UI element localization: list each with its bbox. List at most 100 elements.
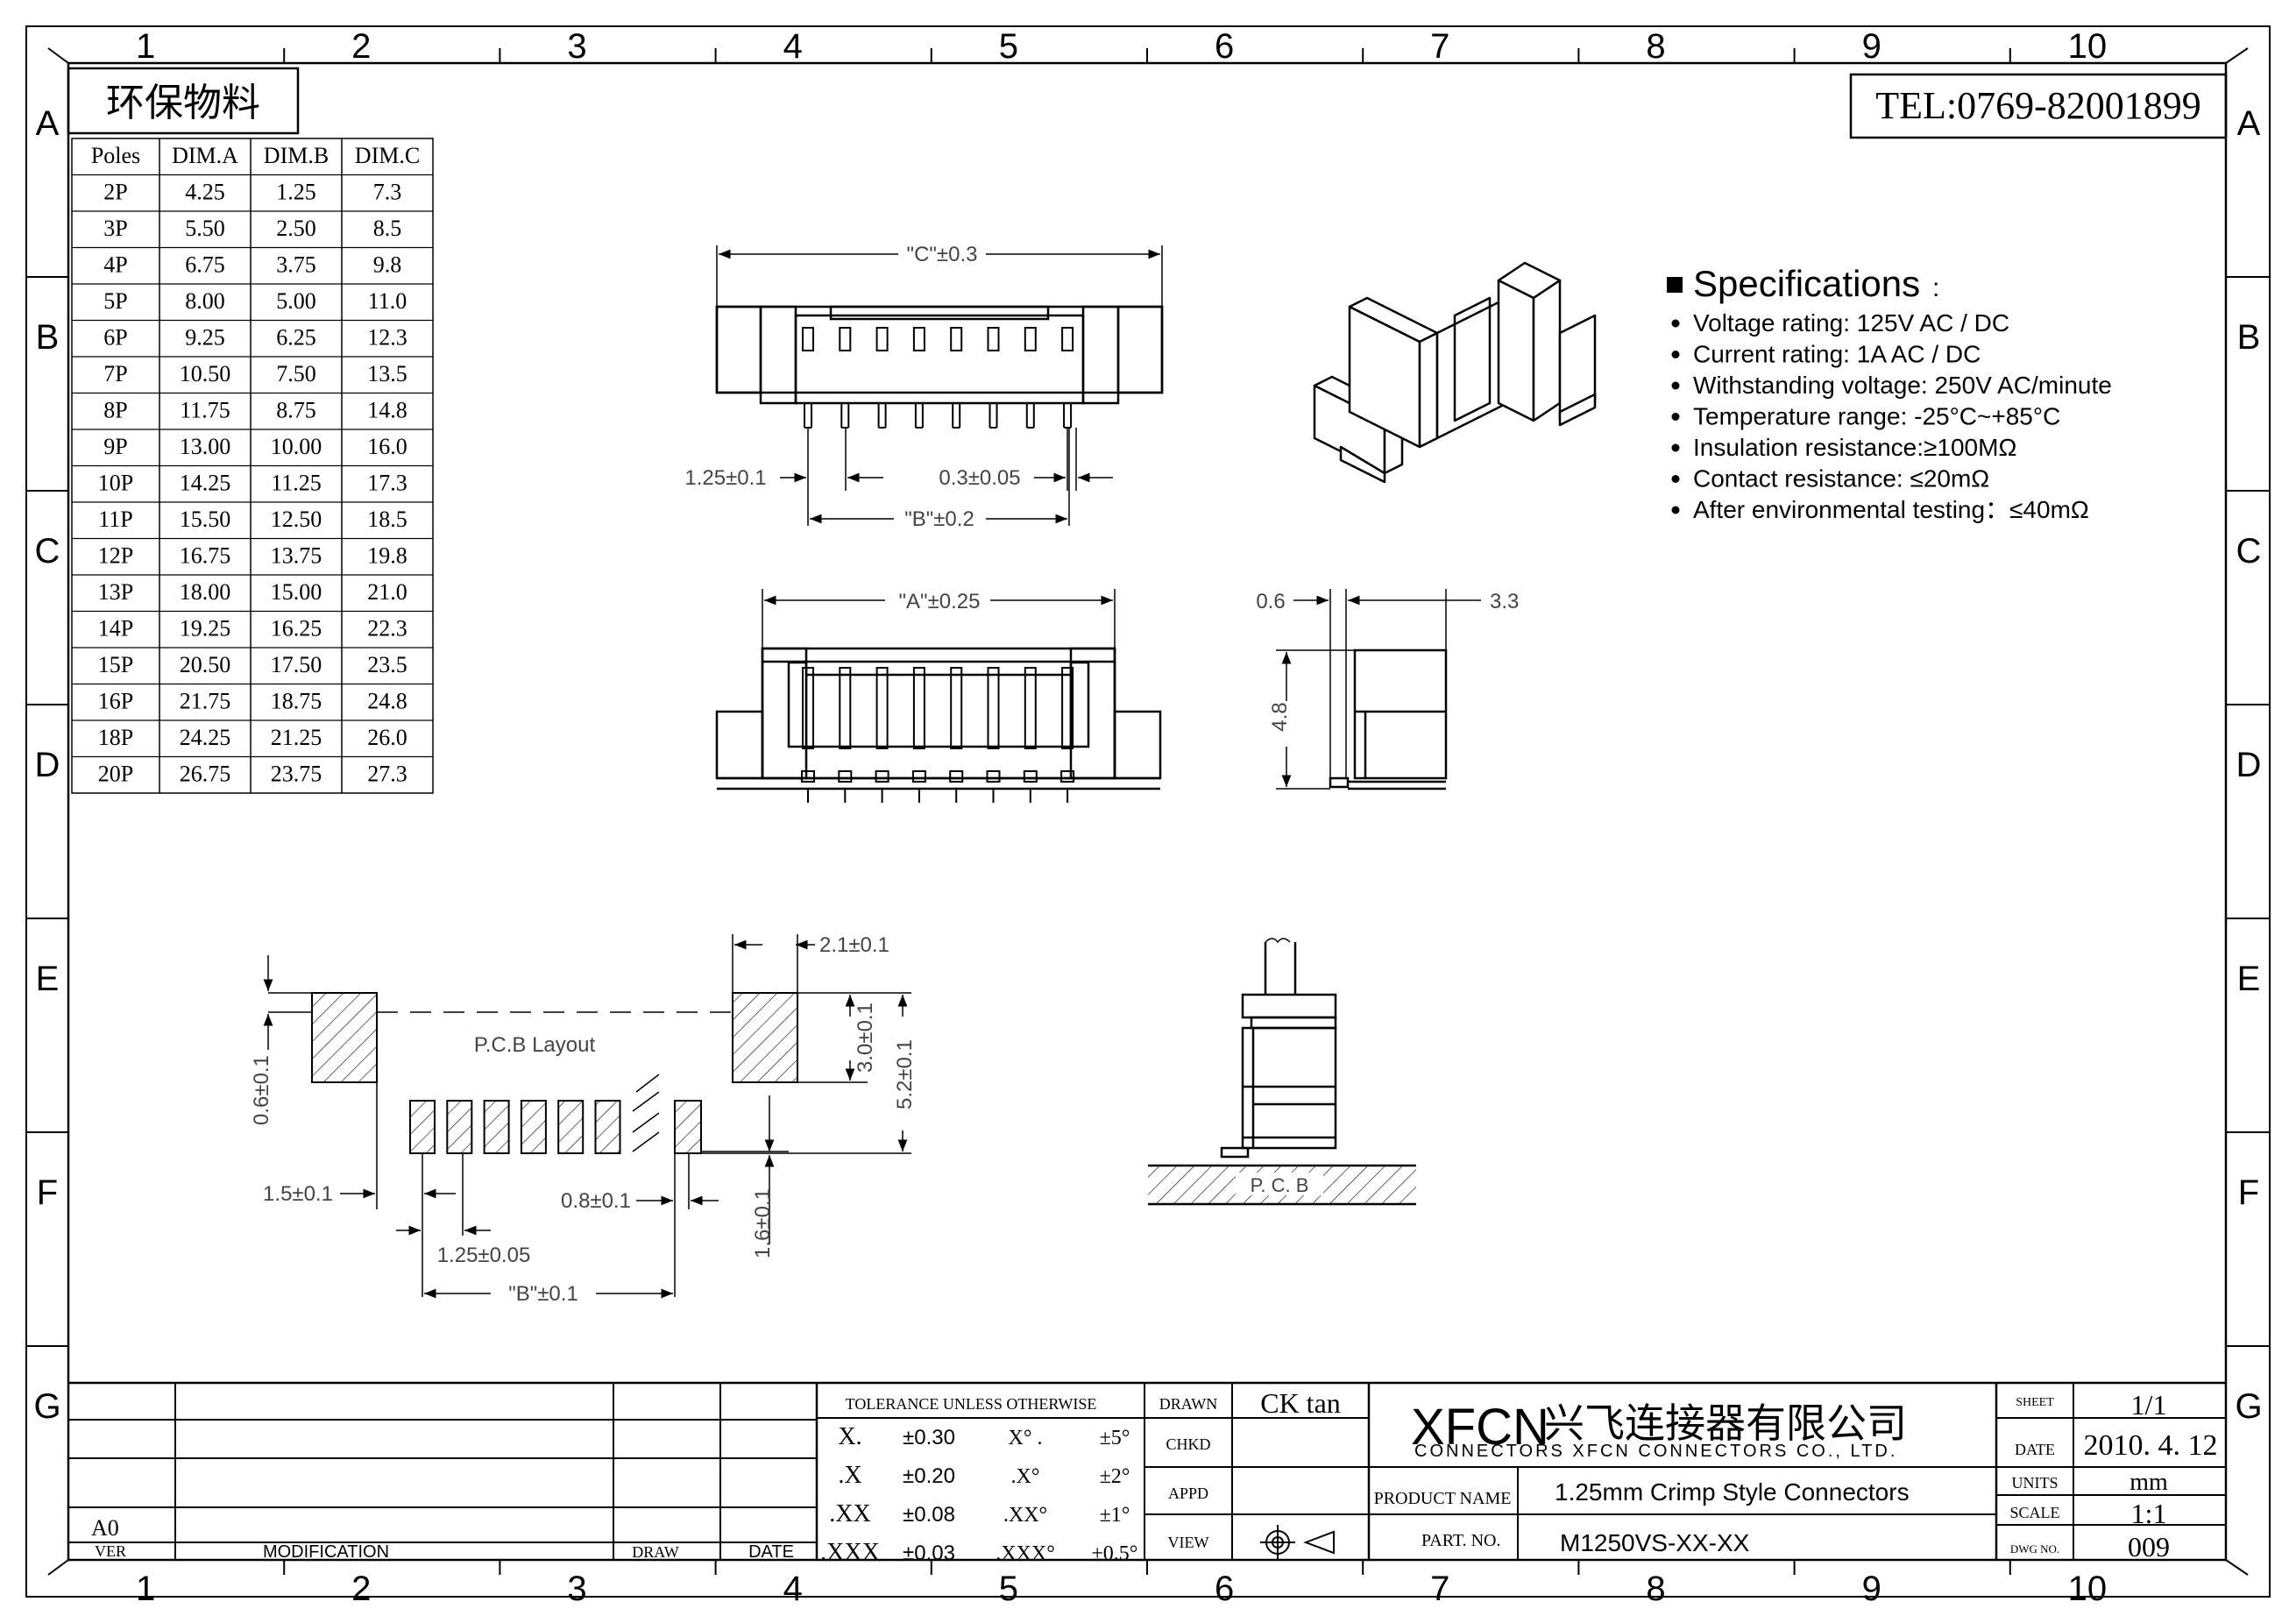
dim-table-cell: 6.75 [185, 252, 225, 278]
tolerance-cell: .XXX [820, 1539, 880, 1566]
dim-table-cell: 4P [103, 252, 127, 278]
dim-table-cell: 18.5 [367, 507, 407, 532]
pcb-dim-30: 3.0±0.1 [854, 1003, 877, 1073]
pcb-dim-16: 1.6±0.1 [751, 1188, 775, 1258]
dim-b-label: "B"±0.2 [904, 507, 974, 531]
dim-table-cell: 20.50 [180, 652, 231, 677]
dim-table-cell: 7.3 [373, 180, 402, 205]
dim-table-cell: 7P [103, 361, 127, 386]
rev-value: A0 [91, 1515, 119, 1541]
dim-c-line [716, 245, 1163, 307]
dim-table-cell: 23.75 [271, 762, 322, 787]
side-dim-48: 4.8 [1268, 702, 1292, 731]
spec-item: Voltage rating: 125V AC / DC [1693, 309, 2009, 337]
sheet-label: SHEET [2016, 1396, 2054, 1409]
part-no: M1250VS-XX-XX [1560, 1529, 1750, 1556]
zone-row-right-B: B [2237, 318, 2261, 357]
dim-table-cell: 1.25 [276, 180, 316, 205]
dim-table-cell: 10P [98, 471, 133, 496]
spec-bullet-icon [1671, 413, 1680, 421]
rev-header-date: DATE [748, 1542, 794, 1562]
third-angle-projection-icon [1260, 1525, 1335, 1560]
dim-table-cell: 22.3 [367, 616, 407, 641]
spec-bullet-icon [1671, 475, 1680, 483]
eco-label-box [67, 67, 300, 135]
zone-col-top-8: 8 [1646, 27, 1665, 66]
dim-table-cell: 19.25 [180, 616, 231, 641]
product-name: 1.25mm Crimp Style Connectors [1555, 1478, 1910, 1506]
dim-table-cell: 26.75 [180, 762, 231, 787]
side-view [1329, 648, 1448, 790]
zone-col-bottom-9: 9 [1862, 1570, 1881, 1608]
dim-table-cell: 11P [98, 507, 133, 532]
spec-item: Withstanding voltage: 250V AC/minute [1693, 372, 2112, 399]
zone-col-top-9: 9 [1862, 27, 1881, 66]
zone-row-left-E: E [36, 960, 60, 998]
tolerance-cell: .X [838, 1462, 861, 1489]
dim-table-cell: 18.75 [271, 689, 322, 714]
pcb-dim-125: 1.25±0.05 [437, 1244, 531, 1267]
dim-table-cell: 24.25 [180, 725, 231, 750]
side-dim-06: 0.6 [1256, 590, 1285, 613]
dim-table-header: DIM.C [355, 143, 420, 168]
dim-table-cell: 12.50 [271, 507, 322, 532]
tolerance-cell: X. [838, 1423, 861, 1450]
date-label: DATE [2015, 1441, 2055, 1458]
dim-table-cell: 12.3 [367, 325, 407, 351]
dim-table-cell: 18P [98, 725, 133, 750]
title-block [68, 1381, 2226, 1560]
spec-bullet-icon [1671, 506, 1680, 514]
spec-bullet-icon [1671, 351, 1680, 358]
dim-table-cell: 23.5 [367, 652, 407, 677]
dim-table-cell: 8.5 [373, 216, 402, 241]
dim-table-cell: 13.00 [180, 434, 231, 459]
dim-table-cell: 3P [103, 216, 127, 241]
dim-table-cell: 17.50 [271, 652, 322, 677]
tolerance-cell: .XX° [1003, 1504, 1047, 1527]
dim-table-cell: 9.8 [373, 252, 402, 278]
dim-table-cell: 18.00 [180, 579, 231, 605]
tolerance-cell: ±1° [1100, 1504, 1130, 1527]
side-dim-lines [1276, 589, 1481, 790]
dim-table-cell: 2P [103, 180, 127, 205]
pcb-dim-lines [263, 934, 911, 1299]
dim-table-cell: 5.00 [276, 288, 316, 314]
dim-table-cell: 13.75 [271, 543, 322, 569]
dim-table-cell: 11.75 [180, 398, 230, 423]
spec-item: Current rating: 1A AC / DC [1693, 341, 1981, 368]
dim-table-cell: 14P [98, 616, 133, 641]
side-dim-33: 3.3 [1490, 590, 1519, 613]
appd-label: APPD [1168, 1485, 1208, 1502]
pcb-layout [311, 992, 798, 1154]
zone-col-bottom-5: 5 [999, 1570, 1018, 1608]
dim-table-cell: 15P [98, 652, 133, 677]
pcb-dim-06: 0.6±0.1 [250, 1055, 273, 1125]
spec-bullet-icon [1671, 381, 1680, 390]
dim-table-cell: 6P [103, 325, 127, 351]
front-view-middle [715, 647, 1162, 803]
dim-table-cell: 20P [98, 762, 133, 787]
zone-col-top-4: 4 [783, 27, 803, 66]
tel-box [1849, 73, 2228, 139]
drawing-frame [25, 25, 2271, 1598]
spec-item: After environmental testing：≤40mΩ [1693, 496, 2089, 523]
dim-table-cell: 8.75 [276, 398, 316, 423]
zone-row-left-D: D [35, 746, 60, 784]
tolerance-cell: .XXX° [996, 1542, 1055, 1565]
zone-col-top-2: 2 [351, 27, 371, 66]
sheet-value: 1/1 [2131, 1389, 2167, 1421]
zone-col-top-3: 3 [567, 27, 586, 66]
dim-table-cell: 5.50 [185, 216, 225, 241]
dim-table-cell: 24.8 [367, 689, 407, 714]
zone-row-right-G: G [2235, 1387, 2262, 1426]
spec-bullet-icon [1671, 443, 1680, 452]
pcb-board-label: P. C. B [1251, 1174, 1309, 1196]
zone-col-bottom-2: 2 [351, 1570, 371, 1608]
rev-header-ver: VER [95, 1542, 126, 1560]
dim-a-line [762, 589, 1116, 648]
tolerance-cell: ±0.30 [903, 1426, 955, 1449]
zone-row-left-C: C [35, 532, 60, 571]
